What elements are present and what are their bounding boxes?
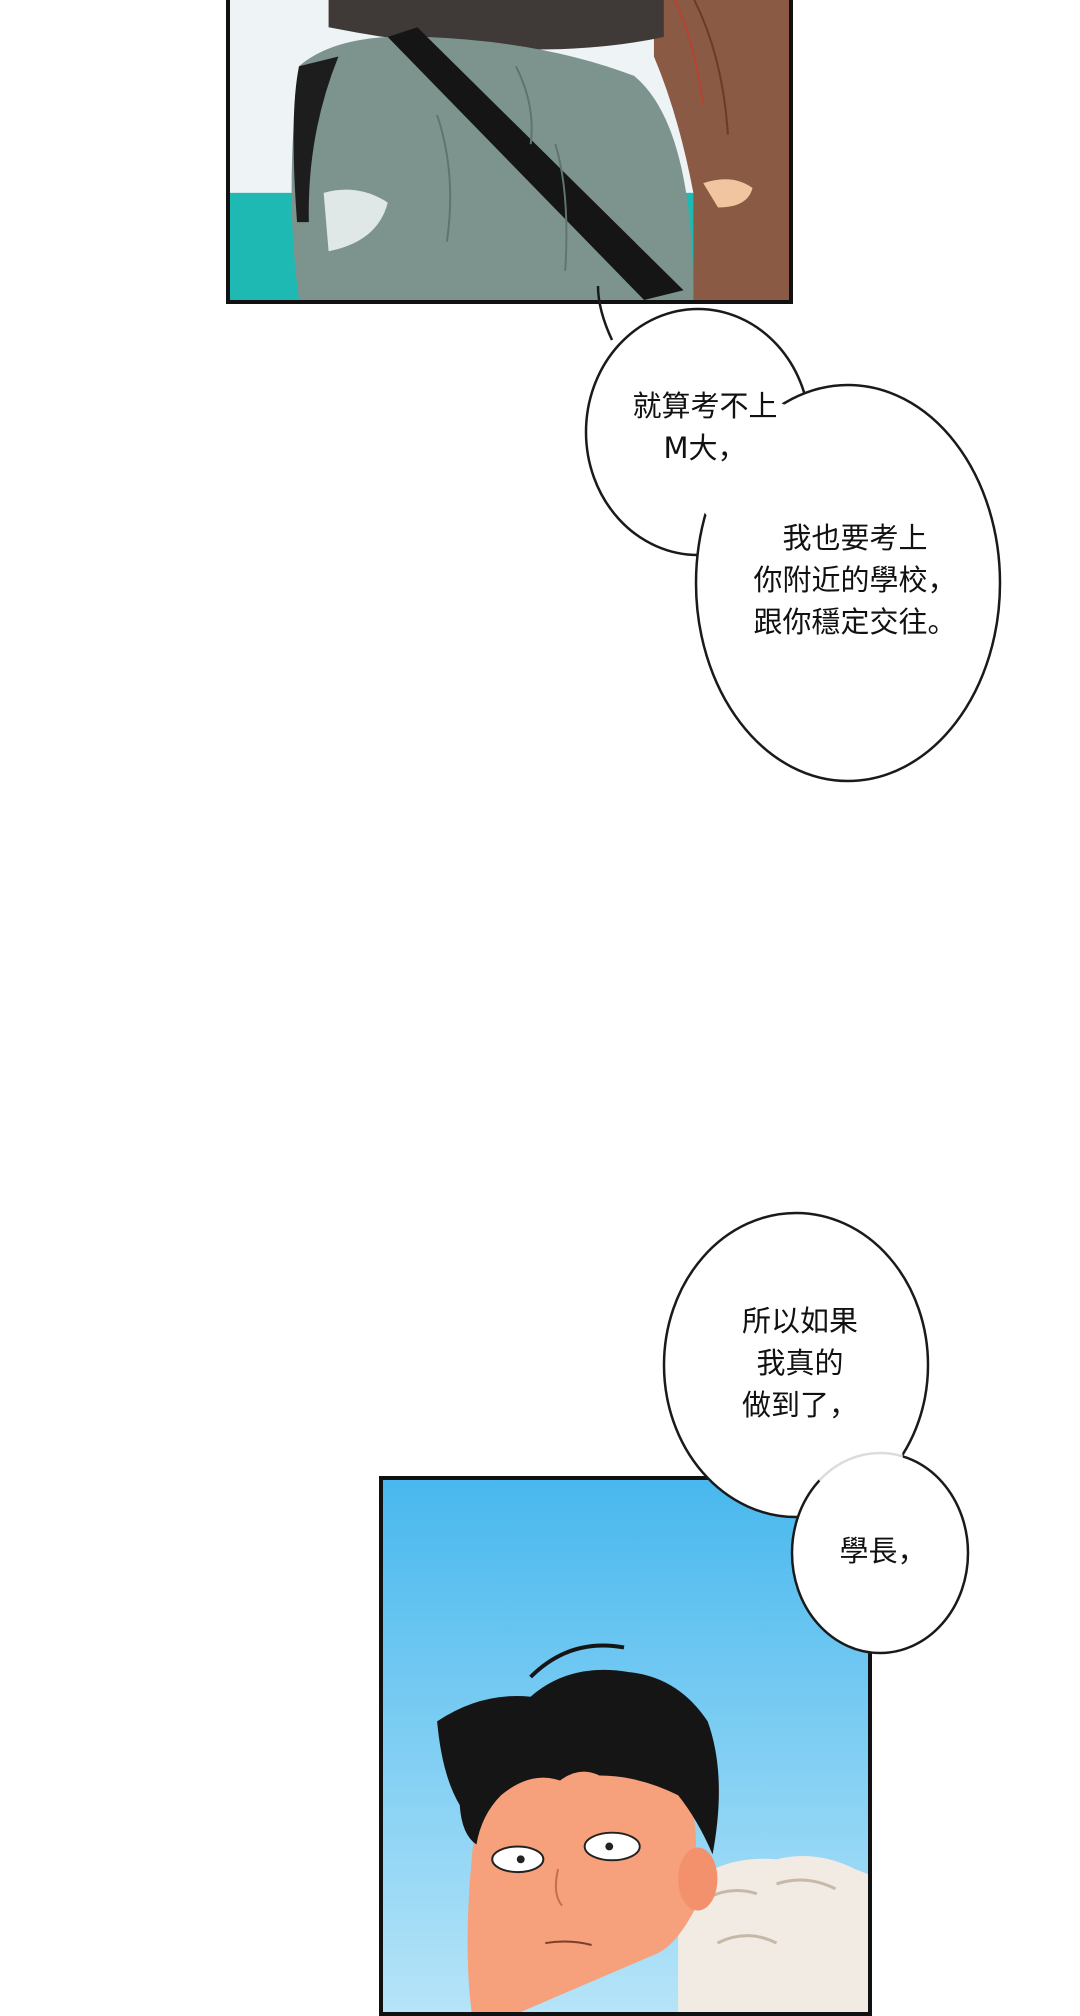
comic-panel-top — [226, 0, 793, 304]
face — [467, 1765, 703, 2012]
bubble-3-text: 所以如果 我真的 做到了， — [741, 1304, 858, 1422]
bubble-4-text: 學長， — [839, 1534, 927, 1568]
bag-strap — [387, 27, 684, 300]
brown-coat — [653, 0, 789, 300]
bubble-2-text: 我也要考上 你附近的學校， 跟你穩定交往。 — [753, 521, 957, 639]
bubble-1-text: 就算考不上 M大， — [632, 389, 778, 465]
panel-top-art — [230, 0, 789, 300]
panel-bottom-art — [383, 1480, 868, 2012]
comic-panel-bottom — [379, 1476, 872, 2016]
hair — [437, 1669, 719, 1855]
fur-collar — [678, 1856, 868, 2012]
